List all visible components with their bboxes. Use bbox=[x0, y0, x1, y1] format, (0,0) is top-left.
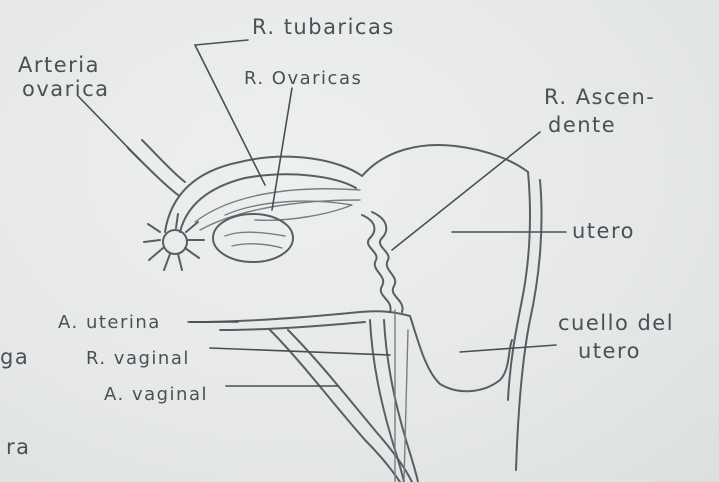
vaginal-branch-edge bbox=[384, 320, 418, 482]
label-r-ascen: R. Ascen- bbox=[544, 85, 655, 109]
label-cuello-utero: utero bbox=[578, 339, 641, 363]
label-edge-ra: ra bbox=[6, 435, 31, 459]
uterus-right-wall bbox=[508, 172, 530, 400]
ascending-branch-edge bbox=[372, 212, 403, 312]
leader-arteria-ovarica bbox=[78, 96, 140, 160]
ovary bbox=[213, 214, 293, 262]
leader-r-vaginal bbox=[210, 348, 390, 355]
label-r-ovaricas: R. Ovaricas bbox=[244, 68, 362, 89]
label-r-tubaricas: R. tubaricas bbox=[252, 15, 395, 39]
label-a-uterina: A. uterina bbox=[58, 312, 161, 333]
leader-tubaricas bbox=[195, 40, 265, 185]
uterine-artery-edge bbox=[220, 322, 365, 330]
anatomy-drawing bbox=[128, 140, 542, 482]
cervix-outline bbox=[410, 316, 512, 391]
label-edge-ga: ga bbox=[0, 345, 29, 369]
label-a-vaginal: A. vaginal bbox=[104, 384, 208, 405]
ovarian-artery-vessel-edge bbox=[142, 140, 185, 182]
uterine-artery bbox=[190, 311, 410, 322]
vaginal-branch bbox=[370, 320, 404, 482]
leader-cuello bbox=[460, 345, 556, 352]
label-ovarica: ovarica bbox=[22, 77, 110, 101]
fimbriae-center bbox=[163, 230, 187, 254]
label-r-vaginal: R. vaginal bbox=[86, 348, 190, 369]
ovary-vessels bbox=[225, 232, 285, 248]
leader-lines bbox=[78, 40, 566, 386]
label-utero: utero bbox=[572, 219, 635, 243]
uterus-right-wall-inner bbox=[516, 180, 542, 470]
labels: Arteria ovarica R. tubaricas R. Ovaricas… bbox=[0, 15, 674, 459]
label-arteria: Arteria bbox=[18, 53, 100, 77]
label-dente: dente bbox=[548, 113, 616, 137]
label-cuello-del: cuello del bbox=[558, 311, 674, 335]
